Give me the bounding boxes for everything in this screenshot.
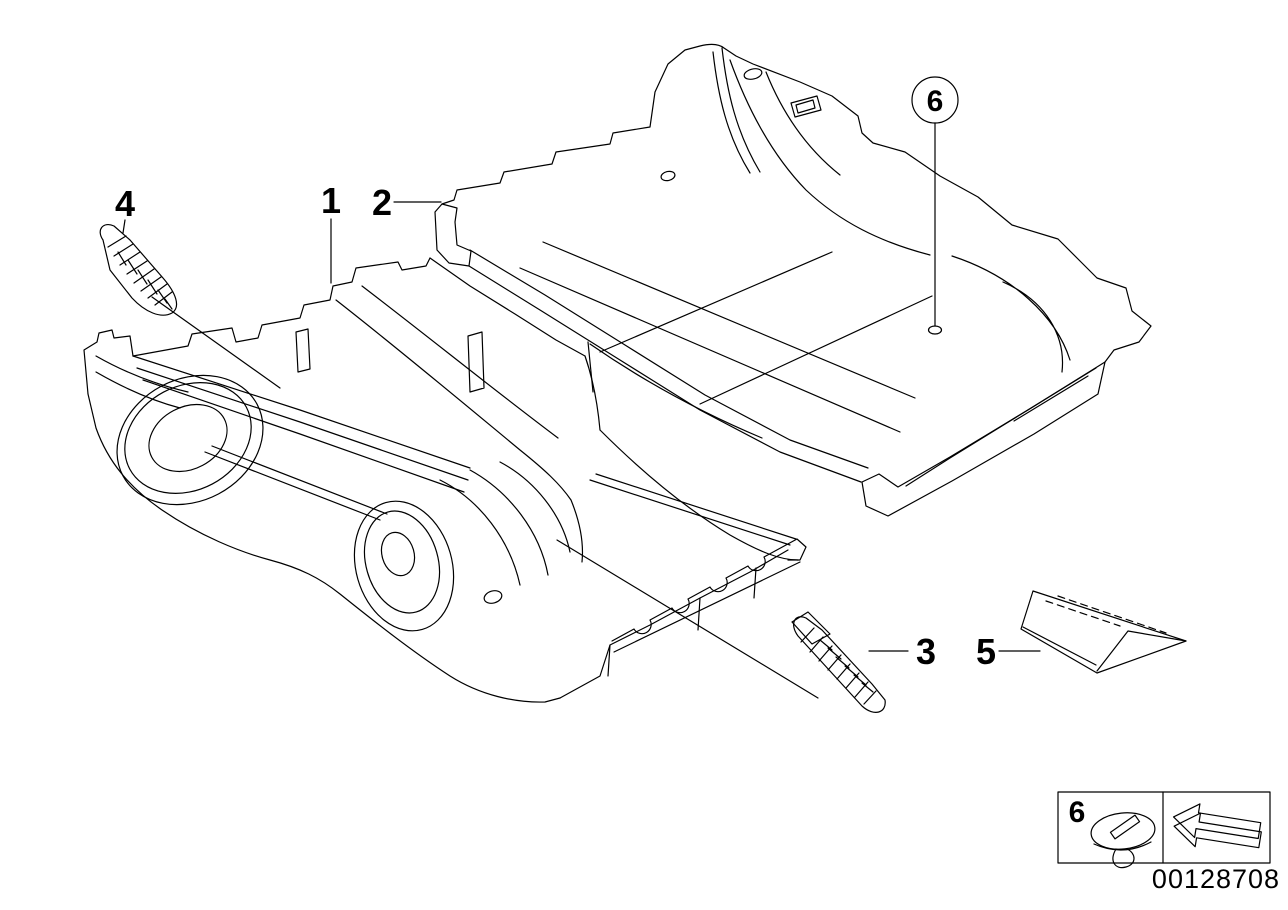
callout-1-label[interactable]: 1: [321, 180, 341, 221]
callout-3-label[interactable]: 3: [916, 631, 936, 672]
front-floor-covering-drawing: [83, 257, 807, 703]
callout-2[interactable]: 2: [372, 182, 442, 223]
callout-4[interactable]: 4: [115, 183, 135, 234]
callout-6[interactable]: 6: [911, 76, 959, 335]
callout-3[interactable]: 3: [868, 631, 936, 672]
legend-item-number: 6: [1069, 796, 1086, 829]
rear-floor-covering-drawing: [434, 43, 1152, 517]
legend: 6: [1057, 791, 1271, 869]
part-4-insert-drawing: [99, 224, 281, 389]
clip-fastener-icon: [1090, 812, 1156, 869]
callout-4-label[interactable]: 4: [115, 183, 135, 224]
part-5-wedge-drawing: [1020, 590, 1187, 674]
part-3-insert-drawing: [556, 539, 886, 713]
callout-1[interactable]: 1: [321, 180, 341, 284]
callout-6-label[interactable]: 6: [927, 85, 944, 118]
installation-direction-arrow-icon: [1172, 803, 1262, 849]
callout-5-label[interactable]: 5: [976, 631, 996, 672]
callout-2-label[interactable]: 2: [372, 182, 392, 223]
drawing-number: 00128708: [1152, 864, 1280, 894]
callout-5[interactable]: 5: [976, 631, 1041, 672]
